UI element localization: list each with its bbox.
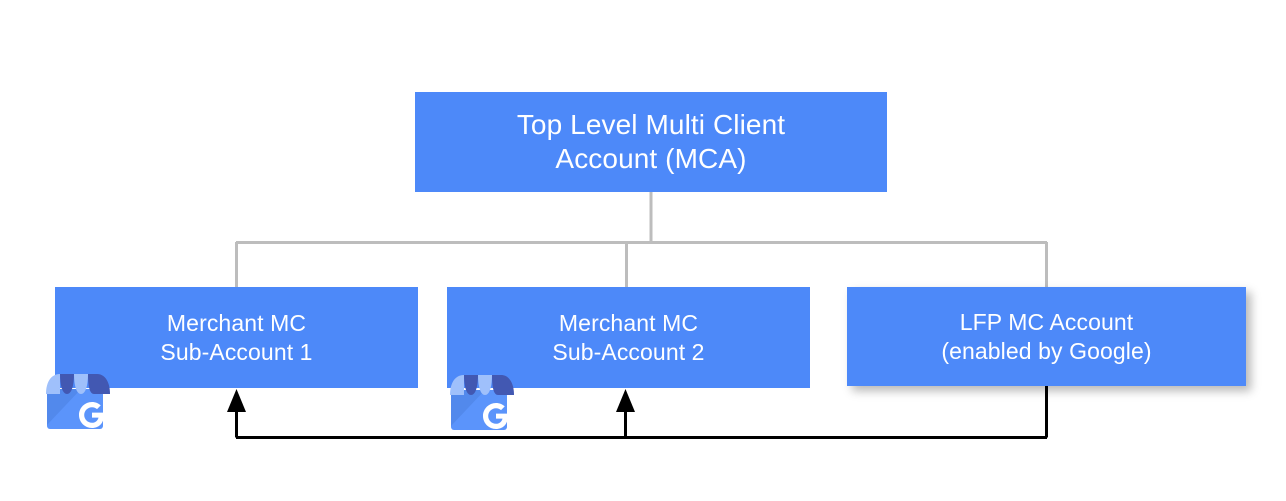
tree-connectors (235, 192, 1048, 288)
gmb-awning-stripe-2 (60, 374, 74, 394)
gmb-awning-stripe-1 (450, 375, 464, 395)
node-top-level-mca[interactable]: Top Level Multi Client Account (MCA) (415, 92, 887, 192)
node-lfp-mc-account-label: LFP MC Account (enabled by Google) (941, 309, 1152, 364)
node-merchant-sub-account-2[interactable]: Merchant MC Sub-Account 2 (447, 287, 810, 388)
gmb-awning-stripe-1 (46, 374, 60, 394)
gmb-awning-stripe-4 (88, 374, 110, 394)
gmb-storefront-shade (451, 390, 485, 426)
gmb-awning-stripe-3 (74, 374, 88, 394)
feedback-arrow-connectors (235, 386, 1048, 439)
google-my-business-icon (450, 375, 514, 430)
gmb-awning-stripe-4 (492, 375, 514, 395)
node-top-level-mca-label: Top Level Multi Client Account (MCA) (516, 108, 786, 174)
node-merchant-sub-account-2-label: Merchant MC Sub-Account 2 (552, 310, 705, 365)
google-my-business-icon (46, 374, 110, 429)
node-lfp-mc-account[interactable]: LFP MC Account (enabled by Google) (847, 287, 1246, 386)
gmb-awning-stripe-2 (464, 375, 478, 395)
gmb-g-letter (79, 402, 104, 428)
gmb-g-letter (483, 403, 508, 429)
arrowhead-merchant-1-icon (227, 389, 246, 412)
node-merchant-sub-account-1-label: Merchant MC Sub-Account 1 (160, 310, 313, 365)
arrowhead-merchant-2-icon (616, 389, 635, 412)
gmb-awning-stripe-3 (478, 375, 492, 395)
feedback-arrowheads (227, 389, 635, 412)
node-merchant-sub-account-1[interactable]: Merchant MC Sub-Account 1 (55, 287, 418, 388)
gmb-storefront-shade (47, 389, 81, 425)
